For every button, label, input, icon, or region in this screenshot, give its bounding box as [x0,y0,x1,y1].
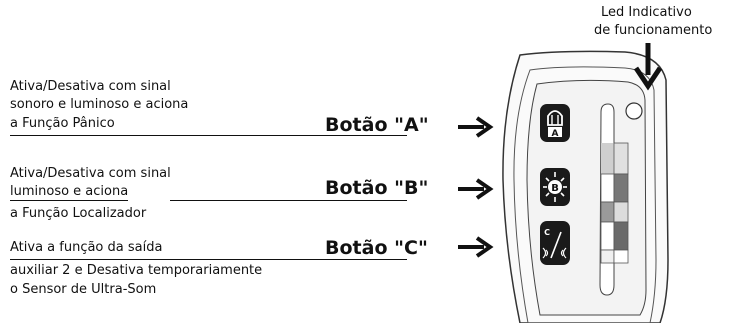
button-a-letter: A [552,129,559,139]
button-a-desc-line3: a Função Pânico [10,116,115,131]
button-b-desc-line3: a Função Localizador [10,206,147,221]
button-b-underline [170,200,407,201]
remote-body-inner [513,66,657,323]
button-a-underline [10,135,407,136]
button-c-label: Botão "C" [325,237,428,259]
button-c-underline [10,259,407,260]
button-b-label: Botão "B" [325,177,429,199]
button-c-desc-line3: o Sensor de Ultra-Som [10,282,157,297]
button-a-desc-line2: sonoro e luminoso e aciona [10,97,189,112]
button-b-icon: B [540,168,570,206]
arrow-b-icon [458,178,494,200]
button-b-desc-line1: Ativa/Desativa com sinal [10,166,171,181]
button-b-desc-line2: luminoso e aciona [10,184,129,201]
button-a-label: Botão "A" [325,114,429,136]
button-b-letter: B [551,183,559,194]
led-note-line2: de funcionamento [594,23,713,38]
button-c-icon: C [540,221,570,265]
button-a-icon: A [540,104,570,142]
led-indicator-icon [625,102,643,120]
led-pointer-arrow-icon [633,43,663,91]
button-c-desc-line1: Ativa a função da saída [10,240,163,255]
button-a-desc-line1: Ativa/Desativa com sinal [10,79,171,94]
button-c-letter: C [544,228,550,237]
arrow-c-icon [458,236,494,258]
indicator-strip [599,103,629,296]
button-c-desc-line2: auxiliar 2 e Desativa temporariamente [10,263,263,278]
led-note-line1: Led Indicativo [601,5,692,20]
arrow-a-icon [458,116,494,138]
